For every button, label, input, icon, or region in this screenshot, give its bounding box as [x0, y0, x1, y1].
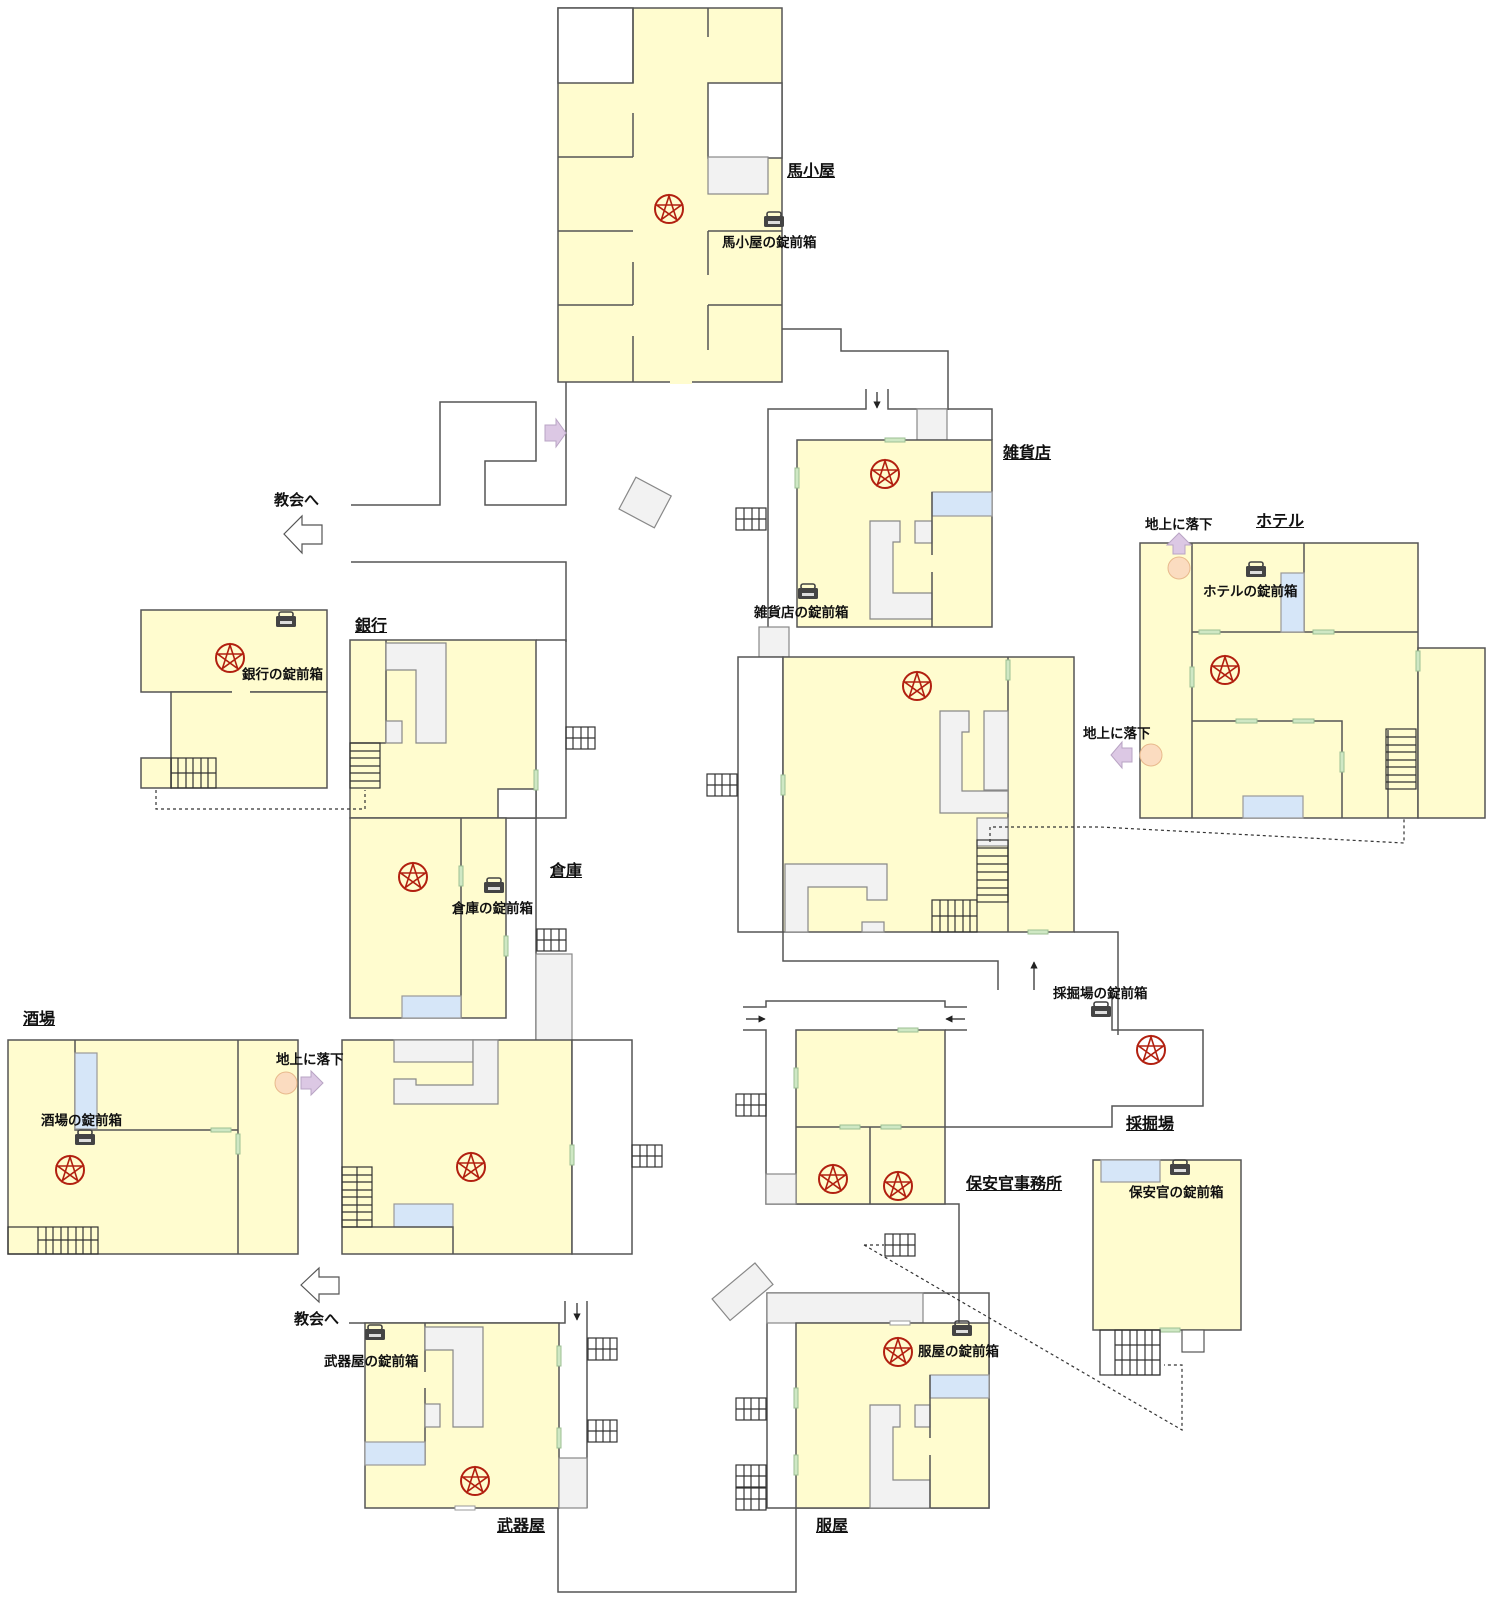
church-exit-bottom-label[interactable]: 教会へ [294, 1310, 340, 1328]
stairs-icon[interactable] [565, 726, 596, 750]
hotel-drop-left-label: 地上に落下 [1083, 726, 1151, 742]
arrow-left-icon [1110, 740, 1133, 770]
mine-chest-label: 採掘場の錠前箱 [1053, 986, 1148, 1002]
arrow-left-icon[interactable] [300, 1266, 340, 1304]
bank-annex [140, 609, 328, 789]
hotel-building [1110, 532, 1486, 819]
stairs-icon[interactable] [7, 1226, 99, 1255]
stairs-icon[interactable] [587, 1419, 618, 1443]
stairs-icon[interactable] [536, 928, 567, 952]
hotel-title: ホテル [1256, 511, 1305, 530]
hotel-chest-label: ホテルの錠前箱 [1203, 584, 1298, 600]
general-store-chest-label: 雑貨店の錠前箱 [754, 605, 849, 621]
saloon-title: 酒場 [23, 1009, 56, 1028]
sheriff-building [743, 990, 1204, 1293]
stairs-icon[interactable] [931, 839, 1009, 933]
stairs-icon[interactable] [341, 1166, 373, 1228]
stairs-icon[interactable] [735, 1487, 767, 1511]
arrow-right-icon [300, 1069, 324, 1097]
mine-title: 採掘場 [1126, 1114, 1175, 1133]
general-store-title: 雑貨店 [1003, 443, 1052, 462]
stairs-icon[interactable] [706, 773, 738, 797]
lockbox-icon[interactable] [1090, 1001, 1112, 1018]
sheriff-chest-label: 保安官の錠前箱 [1129, 1185, 1224, 1201]
stairs-icon[interactable] [587, 1337, 618, 1361]
arrow-up-icon [1165, 532, 1193, 555]
warehouse-title: 倉庫 [550, 861, 583, 880]
general-store-building [758, 389, 993, 658]
saloon-building [7, 1039, 324, 1255]
arrow-left-icon[interactable] [283, 514, 323, 555]
center-building [737, 656, 1075, 935]
gunshop-title: 武器屋 [497, 1516, 546, 1535]
stairs-icon[interactable] [735, 507, 767, 531]
stairs-icon[interactable] [349, 742, 381, 789]
stairs-icon[interactable] [735, 1093, 767, 1117]
saloon-drop-label: 地上に落下 [276, 1052, 344, 1068]
gunshop-building [349, 1301, 588, 1511]
sheriff-annex [1092, 1159, 1242, 1353]
stable-chest-label: 馬小屋の錠前箱 [722, 235, 817, 251]
stairs-icon[interactable] [1099, 1329, 1161, 1376]
warehouse-chest-label: 倉庫の錠前箱 [452, 901, 533, 917]
clothing-building [711, 1262, 990, 1509]
pentagram-icon [1136, 1035, 1166, 1065]
stable-building [557, 7, 785, 384]
clothing-title: 服屋 [816, 1516, 849, 1535]
stairs-icon[interactable] [735, 1464, 767, 1488]
sheriff-title: 保安官事務所 [966, 1174, 1063, 1193]
warehouse-building [349, 817, 573, 1044]
stairs-icon[interactable] [735, 1397, 767, 1421]
saloon-chest-label: 酒場の錠前箱 [41, 1113, 122, 1129]
bank-building [349, 639, 567, 819]
stairs-icon[interactable] [170, 757, 217, 789]
stairs-icon[interactable] [884, 1233, 916, 1257]
clothing-chest-label: 服屋の錠前箱 [918, 1344, 999, 1360]
stable-title: 馬小屋 [787, 161, 836, 180]
hall-building [341, 1039, 633, 1255]
stairs-icon[interactable] [1385, 728, 1417, 790]
bank-chest-label: 銀行の錠前箱 [242, 667, 323, 683]
hotel-drop-top-label: 地上に落下 [1145, 517, 1213, 533]
stairs-icon[interactable] [631, 1144, 663, 1168]
gunshop-chest-label: 武器屋の錠前箱 [324, 1354, 419, 1370]
bank-title: 銀行 [355, 616, 388, 635]
church-exit-top-label[interactable]: 教会へ [274, 491, 320, 509]
